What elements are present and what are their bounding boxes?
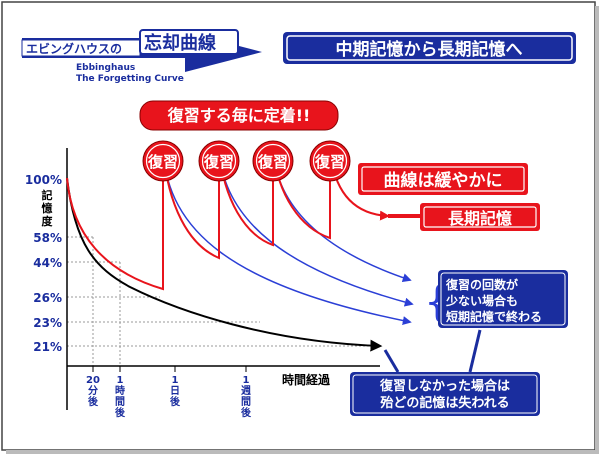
title-en-line1: Ebbinghaus [76,63,135,73]
review-banner-box [139,100,339,131]
long-term-box [420,203,540,231]
review-bubble-3-label: 復習 [257,153,288,171]
few-reviews-line2: 少ない場合も [445,293,518,308]
x-tick-label-line: 1 [117,375,124,386]
y-axis-label-char: 記 [42,188,53,202]
x-tick-label-line: 後 [170,395,181,408]
x-tick-label-line: 後 [115,406,126,419]
title-kanji: 忘却曲線 [144,32,216,54]
y-axis-label-char: 憶 [42,201,53,215]
x-tick-label-line: 20 [86,375,100,386]
review-bubble-4: 復習 [309,140,351,182]
title-jp: エビングハウスの [26,41,122,56]
right-banner-text: 中期記憶から長期記憶へ [336,39,523,60]
x-tick-label-line: 週 [241,385,251,397]
x-tick-label-line: 後 [88,395,99,408]
no-review-line2: 殆どの記憶は失われる [379,395,509,411]
few-reviews-line3: 短期記憶で終わる [446,309,542,324]
review-bubble-1: 復習 [142,140,184,182]
review-bubble-4-label: 復習 [314,153,345,171]
y-tick-44: 44% [33,256,62,270]
y-axis-label: 記憶度 [42,188,54,228]
review-bubble-3: 復習 [252,140,294,182]
no-review-pointer-2 [383,349,400,373]
y-tick-26: 26% [33,291,62,305]
x-tick-label-line: 時 [115,384,125,397]
few-reviews-line1: 復習の回数が [445,277,518,292]
review-banner-text: 復習する毎に定着!! [167,106,311,125]
x-tick-label-line: 間 [241,396,251,408]
title-kanji-box [139,29,239,55]
x-tick-label-line: 1 [172,375,179,386]
right-banner-box [283,32,576,64]
long-term-text: 長期記憶 [448,209,512,228]
y-tick-21: 21% [33,340,62,354]
gentle-curve-text: 曲線は緩やかに [384,170,503,191]
y-tick-23: 23% [33,316,62,330]
chart-area: 100% 58% 44% 26% 23% 21% 記憶度 時間経過 20分後1時… [25,148,414,419]
x-tick-label-line: 分 [88,384,98,397]
no-review-box [350,372,540,416]
no-review-line1: 復習しなかった場合は [379,378,510,394]
y-tick-100: 100% [25,173,62,187]
review-bubble-1-label: 復習 [147,153,178,171]
header-title-group: エビングハウスの 忘却曲線 Ebbinghaus The Forgetting … [21,29,262,84]
gentle-curve-box [358,163,528,195]
x-axis-label: 時間経過 [282,372,331,387]
review-bubble-2: 復習 [198,140,240,182]
x-tick-label: 1日後 [170,375,181,408]
x-tick-label-line: 日 [170,385,180,397]
x-tick-label-line: 間 [115,396,125,408]
review-bubble-2-label: 復習 [203,153,234,171]
page-shadow-right [595,6,599,453]
series-no-review [66,177,383,352]
y-axis-label-char: 度 [42,214,54,228]
right-banner: 中期記憶から長期記憶へ [283,32,576,64]
no-review-pointer-1 [468,329,482,373]
x-tick-label-line: 後 [241,406,252,419]
x-tick-label-line: 1 [243,375,250,386]
few-reviews-box [438,270,568,328]
title-en-line2: The Forgetting Curve [76,74,184,84]
series-red-drop-1 [66,150,164,291]
y-tick-58: 58% [33,231,62,245]
page-shadow-bottom [6,450,599,454]
